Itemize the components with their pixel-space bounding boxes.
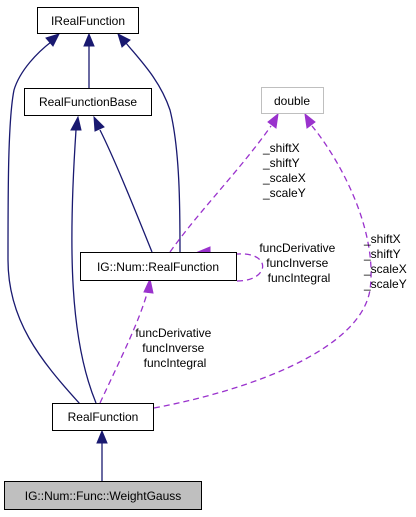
arrowhead-ig-from-realfunction — [143, 277, 154, 294]
node-realfunction[interactable]: RealFunction — [52, 403, 154, 431]
edge-label-line: _shiftX — [363, 232, 401, 246]
arrowhead-irealfunction-from-realfunction — [45, 33, 60, 47]
edge-label-line: funcDerivative — [259, 241, 335, 255]
edge-ig-realfunction-to-realfunctionbase — [99, 129, 153, 253]
edge-label-ig-self-loop: funcDerivative funcInverse funcIntegral — [259, 241, 338, 285]
node-irealfunction-label: IRealFunction — [51, 14, 125, 28]
arrowhead-irealfunction-from-base — [83, 32, 95, 47]
node-realfunctionbase[interactable]: RealFunctionBase — [24, 88, 152, 116]
arrowhead-double-from-ig — [267, 112, 279, 129]
edge-label-line: _scaleX — [363, 262, 407, 276]
edge-label-line: funcInverse — [266, 256, 328, 270]
edge-realfunction-to-irealfunction — [7, 41, 81, 405]
edge-ig-realfunction-to-irealfunction — [125, 42, 181, 253]
node-double-label: double — [274, 94, 310, 108]
edge-label-line: funcDerivative — [135, 326, 211, 340]
edge-realfunction-to-realfunctionbase — [71, 129, 97, 404]
edge-label-double-to-realfunction: _shiftX _shiftY _scaleX _scaleY — [363, 232, 410, 291]
arrowhead-base-from-realfunction — [70, 115, 82, 131]
edge-double-to-ig-realfunction — [169, 125, 272, 253]
edge-label-line: _shiftY — [363, 247, 401, 261]
node-ig-num-realfunction[interactable]: IG::Num::RealFunction — [80, 252, 237, 281]
edge-label-line: _shiftY — [262, 156, 300, 170]
edge-label-line: _scaleY — [363, 277, 407, 291]
edge-label-line: _scaleY — [262, 186, 306, 200]
edge-label-line: funcIntegral — [268, 271, 331, 285]
node-weightgauss[interactable]: IG::Num::Func::WeightGauss — [4, 481, 202, 510]
edge-label-line: _scaleX — [262, 171, 306, 185]
edge-label-line: funcInverse — [142, 341, 204, 355]
edge-label-line: _shiftX — [262, 141, 300, 155]
arrowhead-irealfunction-from-ig — [117, 33, 131, 48]
edge-label-double-to-ig: _shiftX _shiftY _scaleX _scaleY — [262, 141, 309, 200]
node-weightgauss-label: IG::Num::Func::WeightGauss — [25, 489, 182, 503]
node-realfunctionbase-label: RealFunctionBase — [39, 95, 137, 109]
edge-double-to-realfunction — [153, 125, 372, 409]
node-realfunction-label: RealFunction — [68, 410, 139, 424]
node-double[interactable]: double — [261, 87, 324, 114]
arrowhead-base-from-ig — [93, 115, 105, 132]
arrowhead-double-from-realfunction — [304, 112, 316, 129]
edge-ig-realfunction-to-realfunction — [99, 289, 149, 404]
node-irealfunction[interactable]: IRealFunction — [37, 7, 139, 34]
edge-label-ig-to-realfunction: funcDerivative funcInverse funcIntegral — [135, 326, 214, 370]
arrowhead-realfunction-from-weightgauss — [96, 429, 108, 444]
node-ig-num-realfunction-label: IG::Num::RealFunction — [97, 260, 219, 274]
edge-label-line: funcIntegral — [144, 356, 207, 370]
